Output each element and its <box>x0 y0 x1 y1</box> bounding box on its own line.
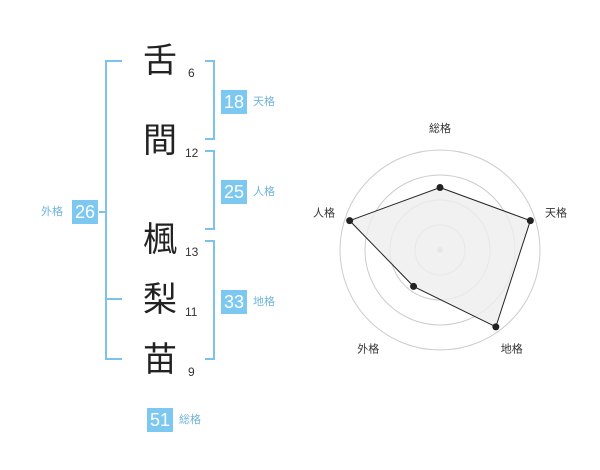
stroke-count-4: 11 <box>185 305 198 319</box>
tenkaku-bracket-top <box>205 60 215 62</box>
radar-axis-label: 外格 <box>357 342 379 356</box>
gaikaku-label: 外格 <box>41 205 63 218</box>
gaikaku-bracket-bottom <box>105 358 122 360</box>
stroke-count-3: 13 <box>185 245 199 259</box>
radar-point <box>346 217 354 225</box>
kanji-4: 梨 <box>143 280 177 320</box>
tenkaku-bracket-bottom <box>205 138 215 140</box>
tenkaku-label: 天格 <box>253 95 275 108</box>
radar-point <box>526 217 534 225</box>
chikaku-bracket-top <box>205 240 215 242</box>
gaikaku-value: 26 <box>72 200 98 224</box>
gaikaku-bracket-mid <box>105 298 122 300</box>
radar-series-area <box>348 186 531 328</box>
radar-point <box>436 184 444 191</box>
kanji-3: 楓 <box>143 220 177 260</box>
radar-point <box>410 282 418 290</box>
radar-axis-label: 人格 <box>313 205 335 219</box>
chikaku-label: 地格 <box>253 295 275 308</box>
kanji-5: 苗 <box>143 340 177 380</box>
radar-axis-label: 地格 <box>501 342 523 356</box>
stroke-count-5: 9 <box>188 365 195 379</box>
kanji-2: 間 <box>143 121 177 161</box>
jinkaku-label: 人格 <box>253 185 275 198</box>
radar-axis-label: 総格 <box>429 121 451 135</box>
gaikaku-bracket-vertical <box>105 60 107 360</box>
jinkaku-value: 25 <box>221 180 247 204</box>
chikaku-bracket-vertical <box>213 240 215 360</box>
kanji-1: 舌 <box>143 41 177 81</box>
radar-series <box>346 184 534 331</box>
gaikaku-bracket-top <box>105 60 122 62</box>
chikaku-bracket-bottom <box>205 358 215 360</box>
chikaku-value: 33 <box>221 290 247 314</box>
radar-ring <box>339 149 541 351</box>
soukaku-label: 総格 <box>179 413 201 426</box>
jinkaku-bracket-top <box>205 150 215 152</box>
radar-point <box>492 323 500 331</box>
stroke-count-1: 6 <box>188 66 195 80</box>
stroke-count-2: 12 <box>185 146 199 160</box>
gaikaku-connector <box>99 211 107 213</box>
tenkaku-value: 18 <box>221 90 247 114</box>
tenkaku-bracket-vertical <box>213 60 215 140</box>
jinkaku-bracket-vertical <box>213 150 215 230</box>
radar-axis-label: 天格 <box>545 205 567 219</box>
soukaku-value: 51 <box>147 408 173 432</box>
jinkaku-bracket-bottom <box>205 228 215 230</box>
